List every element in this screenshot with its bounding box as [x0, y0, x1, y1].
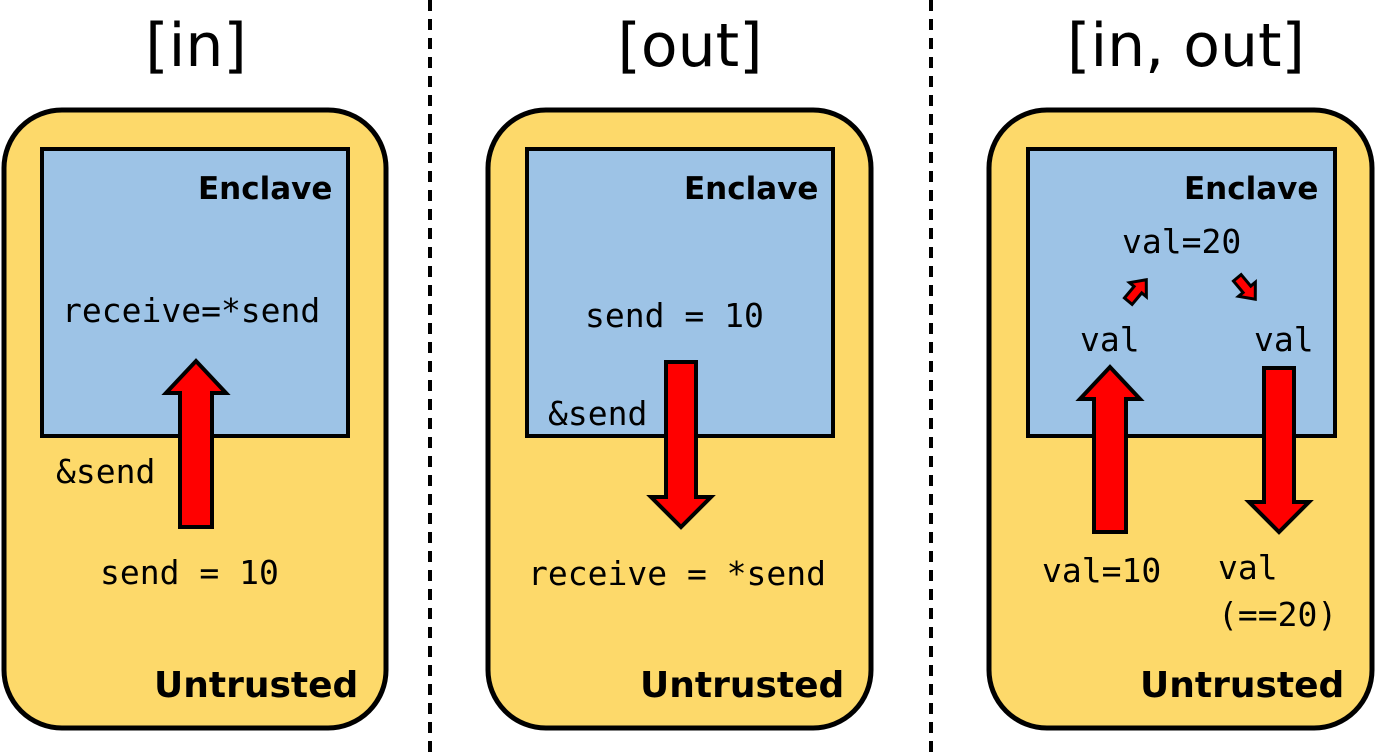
- send-text-in: send = 10: [100, 553, 279, 592]
- val-result-text-2: (==20): [1218, 595, 1338, 634]
- enclave-label-inout: Enclave: [1184, 171, 1319, 207]
- receive-text-in: receive=*send: [62, 291, 321, 330]
- val-init-text: val=10: [1042, 551, 1162, 590]
- arrow-down-out: [646, 360, 716, 530]
- send-text-out: send = 10: [585, 296, 764, 335]
- panel-title-out: [out]: [617, 11, 763, 81]
- arrow-up-inout: [1075, 364, 1145, 534]
- small-arrow-up-right: [1122, 277, 1148, 307]
- panel-title-in: [in]: [145, 11, 247, 81]
- arrow-down-inout: [1244, 366, 1314, 535]
- arrow-up-in: [161, 358, 231, 529]
- pointer-text-out: &send: [548, 394, 648, 433]
- untrusted-label-out: Untrusted: [640, 665, 845, 706]
- untrusted-label-inout: Untrusted: [1140, 665, 1345, 706]
- val-right-text: val: [1254, 320, 1314, 359]
- enclave-label-in: Enclave: [198, 171, 333, 207]
- untrusted-label-in: Untrusted: [154, 665, 359, 706]
- enclave-label-out: Enclave: [684, 171, 819, 207]
- pointer-text-in: &send: [56, 452, 156, 491]
- panel-title-inout: [in, out]: [1067, 11, 1305, 81]
- val-left-text: val: [1080, 320, 1140, 359]
- val-result-text-1: val: [1218, 548, 1278, 587]
- val-top-text: val=20: [1122, 222, 1242, 261]
- receive-text-out: receive = *send: [528, 554, 827, 593]
- small-arrow-down-right: [1231, 272, 1257, 302]
